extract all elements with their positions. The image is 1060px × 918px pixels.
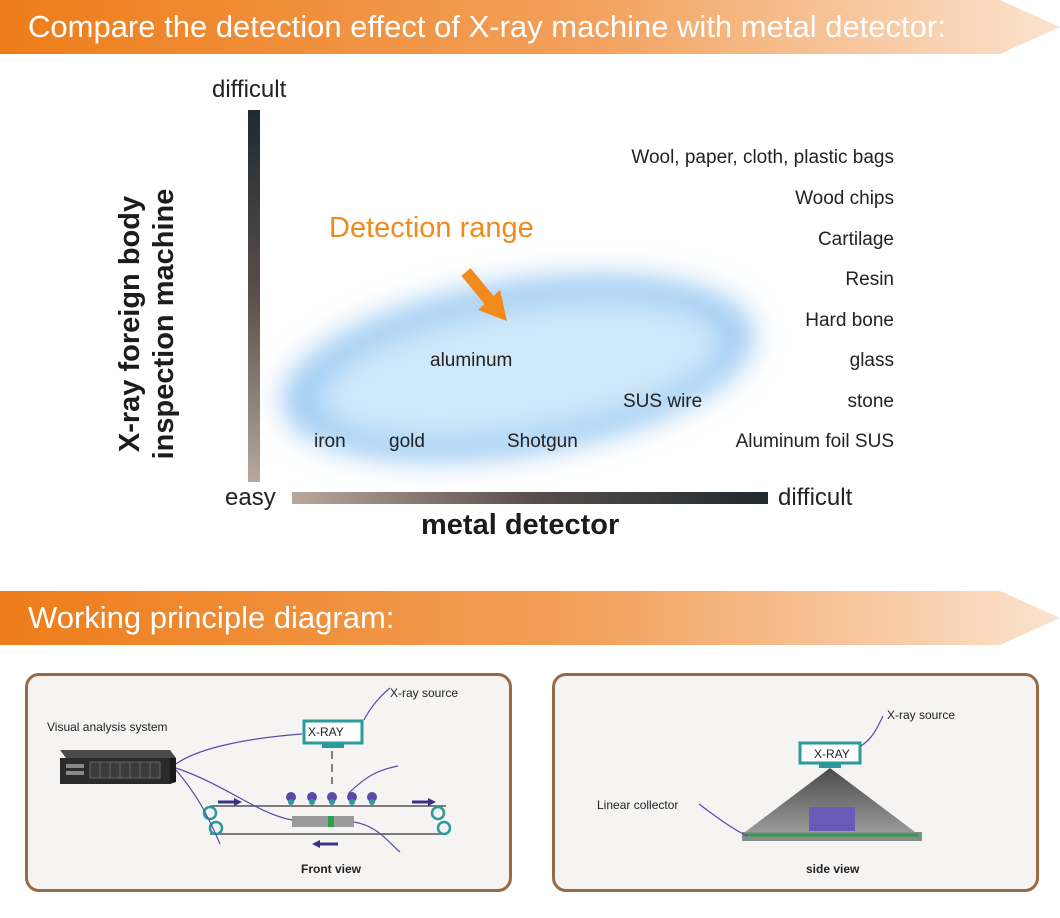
signal-lines [175,687,401,853]
detection-range-label: Detection range [329,212,534,244]
origin-label: easy [225,484,276,511]
material-item: Resin [845,269,894,290]
xray-box-icon [302,719,364,748]
side-conveyor [742,832,922,841]
side-xray-box-label: X-RAY [814,747,850,761]
material-item: Cartilage [817,229,894,250]
detection-range-glow [282,275,754,461]
inspected-product [809,807,855,831]
banner-arrow-shape [0,0,1060,54]
side-view-panel: X-ray source Linear collector X-RAY side… [552,673,1039,892]
material-item: Hard bone [805,310,894,331]
chart-graphics [248,110,768,504]
material-item: Aluminum foil SUS [735,431,894,452]
y-axis-bar [248,110,260,482]
detection-arrow-icon [461,268,507,321]
y-axis-title: X-ray foreign body inspection machine [113,164,181,484]
material-item: glass [849,350,894,371]
label-shotgun: Shotgun [507,431,578,452]
conveyor-belt [202,805,452,836]
y-axis-title-line2: inspection machine [148,188,180,460]
xray-box-icon [798,741,862,768]
front-view-diagram [60,687,452,853]
server-icon [60,750,176,784]
material-item: Wood chips [795,188,894,209]
label-sus-wire: SUS wire [623,391,703,412]
front-xray-box-label: X-RAY [308,725,344,739]
section-banner-principle: Working principle diagram: [0,591,1060,645]
xray-beam-cone [745,768,915,832]
side-view-caption: side view [806,862,860,876]
x-axis-right-label: difficult [778,484,853,511]
material-item: Wool, paper, cloth, plastic bags [631,147,894,168]
comparison-title: Compare the detection effect of X-ray ma… [28,9,946,44]
front-view-panel: X-ray source Visual analysis system X-RA… [25,673,512,892]
direction-arrows [218,798,436,848]
linear-collector-label: Linear collector [597,798,679,812]
front-view-caption: Front view [301,862,362,876]
signal-lines [698,715,884,837]
material-item: stone [847,391,894,412]
label-iron: iron [314,431,346,452]
section-banner-comparison: Compare the detection effect of X-ray ma… [0,0,1060,54]
side-xray-source-label: X-ray source [887,708,956,722]
side-view-diagram [698,715,922,841]
banner-arrow-shape [0,591,1060,645]
label-aluminum: aluminum [430,350,513,371]
y-axis-top-label: difficult [212,76,287,103]
x-axis-title: metal detector [421,509,620,541]
visual-system-label: Visual analysis system [47,720,168,734]
principle-title: Working principle diagram: [28,600,395,635]
x-axis-bar [292,492,768,504]
product-rollers [286,792,377,805]
y-axis-title-line1: X-ray foreign body [114,195,146,453]
label-gold: gold [389,431,425,452]
front-xray-source-label: X-ray source [390,686,459,700]
